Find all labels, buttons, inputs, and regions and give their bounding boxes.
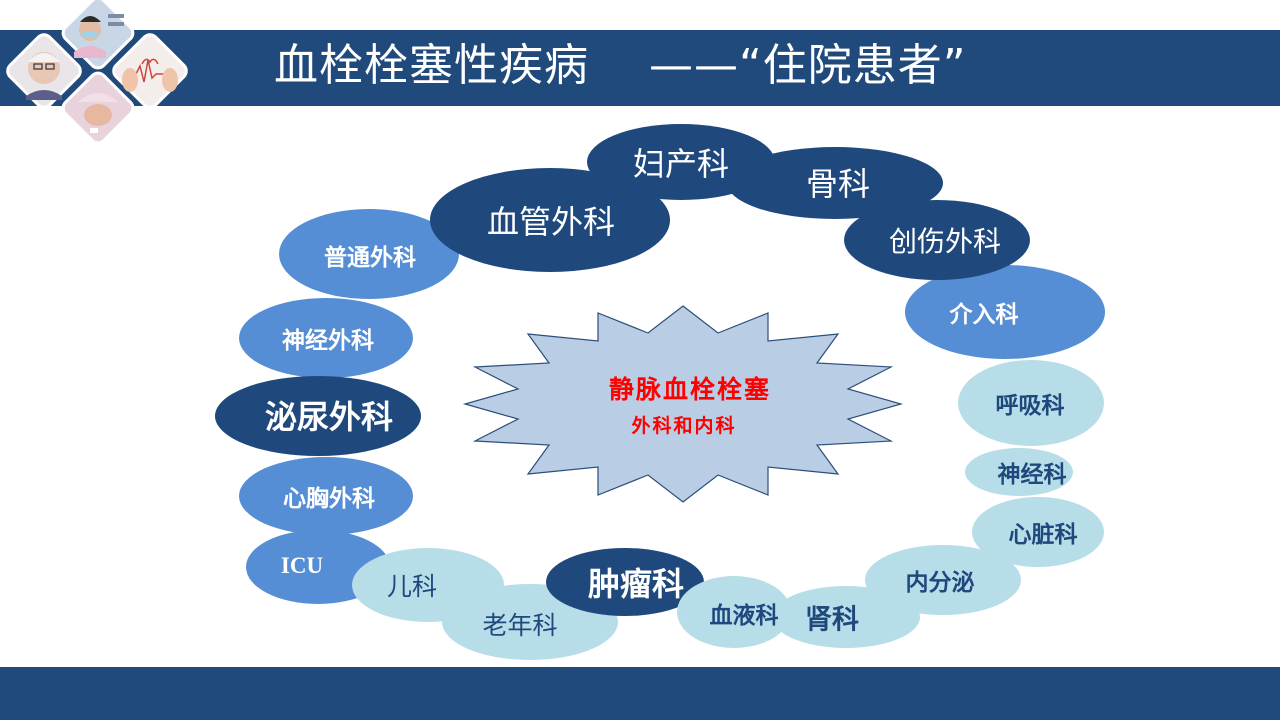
ellipse-mi-niao-wai-ke — [215, 376, 421, 456]
nurse-with-glasses-photo — [6, 33, 82, 109]
label-fu-chan-ke: 妇产科 — [632, 145, 730, 183]
header-band — [0, 30, 1280, 106]
label-gu-ke: 骨科 — [805, 165, 871, 203]
label-icu: ICU — [280, 553, 324, 578]
label-hu-xi-ke: 呼吸科 — [995, 393, 1065, 419]
ellipse-xue-guan-wai-ke — [430, 168, 670, 272]
label-xue-guan-wai-ke: 血管外科 — [486, 203, 616, 241]
ellipse-shen-jing-wai-ke — [239, 298, 413, 378]
ellipse-hu-xi-ke — [958, 360, 1104, 446]
label-xin-zang-ke: 心脏科 — [1008, 522, 1078, 548]
ellipse-pu-tong-wai-ke — [279, 209, 459, 299]
ellipse-zhong-liu-ke — [546, 548, 704, 616]
photo-collage-logo — [6, 0, 188, 145]
footer-band — [0, 667, 1280, 720]
label-nei-fen-mi: 内分泌 — [905, 570, 975, 596]
ellipse-xin-xiong-wai-ke — [239, 457, 413, 535]
label-jie-ru-ke: 介入科 — [949, 302, 1019, 328]
label-pu-tong-wai-ke: 普通外科 — [324, 245, 416, 271]
starburst-shape — [462, 305, 904, 503]
label-xin-xiong-wai-ke: 心胸外科 — [283, 486, 375, 512]
ellipse-nei-fen-mi — [865, 545, 1021, 615]
ellipse-shen-ke — [772, 586, 920, 648]
ellipse-jie-ru-ke — [905, 265, 1105, 359]
ellipse-gu-ke — [727, 147, 943, 219]
label-mi-niao-wai-ke: 泌尿外科 — [264, 398, 394, 436]
ellipse-shen-jing-ke — [965, 448, 1073, 496]
label-zhong-liu-ke: 肿瘤科 — [587, 565, 685, 603]
label-xue-ye-ke: 血液科 — [709, 603, 779, 629]
label-lao-nian-ke: 老年科 — [482, 611, 558, 640]
ellipse-xin-zang-ke — [972, 497, 1104, 567]
label-shen-jing-wai-ke: 神经外科 — [282, 328, 374, 354]
page-title: 血栓栓塞性疾病 ——“住院患者” — [274, 40, 967, 91]
center-subtitle: 外科和内科 — [631, 415, 737, 437]
nurse-with-mask-photo — [61, 0, 135, 70]
label-chuang-shang-wai-ke: 创伤外科 — [888, 225, 1002, 258]
center-title: 静脉血栓栓塞 — [608, 375, 772, 404]
ellipse-chuang-shang-wai-ke — [844, 200, 1030, 280]
label-er-ke: 儿科 — [386, 572, 438, 601]
label-shen-jing-ke: 神经科 — [997, 462, 1067, 488]
newborn-baby-photo — [61, 71, 135, 145]
hands-heart-ecg-photo — [112, 33, 188, 109]
label-shen-ke: 肾科 — [805, 604, 859, 636]
ellipse-xue-ye-ke — [677, 576, 791, 648]
